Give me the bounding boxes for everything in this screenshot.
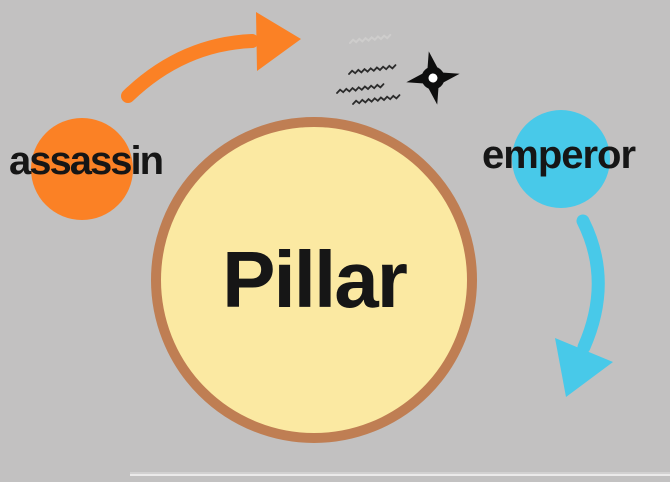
emperor-node-label: emperor [482,133,636,177]
pillar-node-circle: Pillar [151,117,477,443]
curved-arrow-up-right-icon [121,12,301,103]
pillar-node-label: Pillar [222,235,408,324]
faint-scribble-mark [349,33,392,44]
speed-lines-icon [336,64,401,105]
bottom-edge-line [130,472,670,476]
emperor-node-circle [512,110,610,208]
curved-arrow-down-icon [555,214,613,397]
assassin-node-circle [31,118,133,220]
shuriken-icon [406,51,460,105]
assassin-node-label: assassin [9,139,164,183]
